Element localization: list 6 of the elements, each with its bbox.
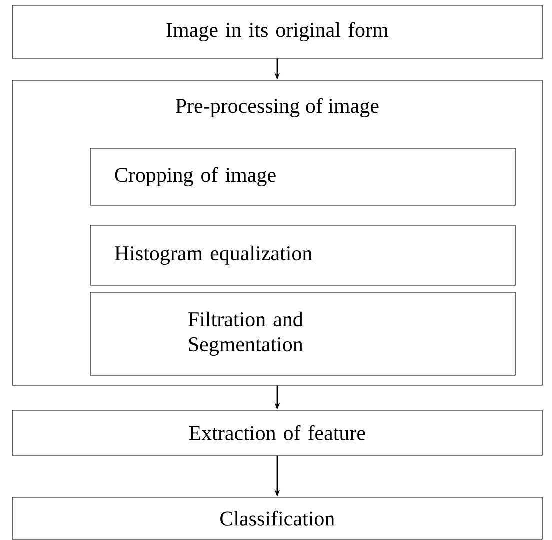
process-box: Extraction of feature	[12, 410, 543, 456]
process-box: Classification	[12, 497, 543, 540]
step-box: Filtration and Segmentation	[90, 292, 516, 376]
step-box: Histogram equalization	[90, 225, 516, 286]
step-box: Cropping of image	[90, 148, 516, 206]
process-box: Image in its original form	[12, 5, 543, 59]
